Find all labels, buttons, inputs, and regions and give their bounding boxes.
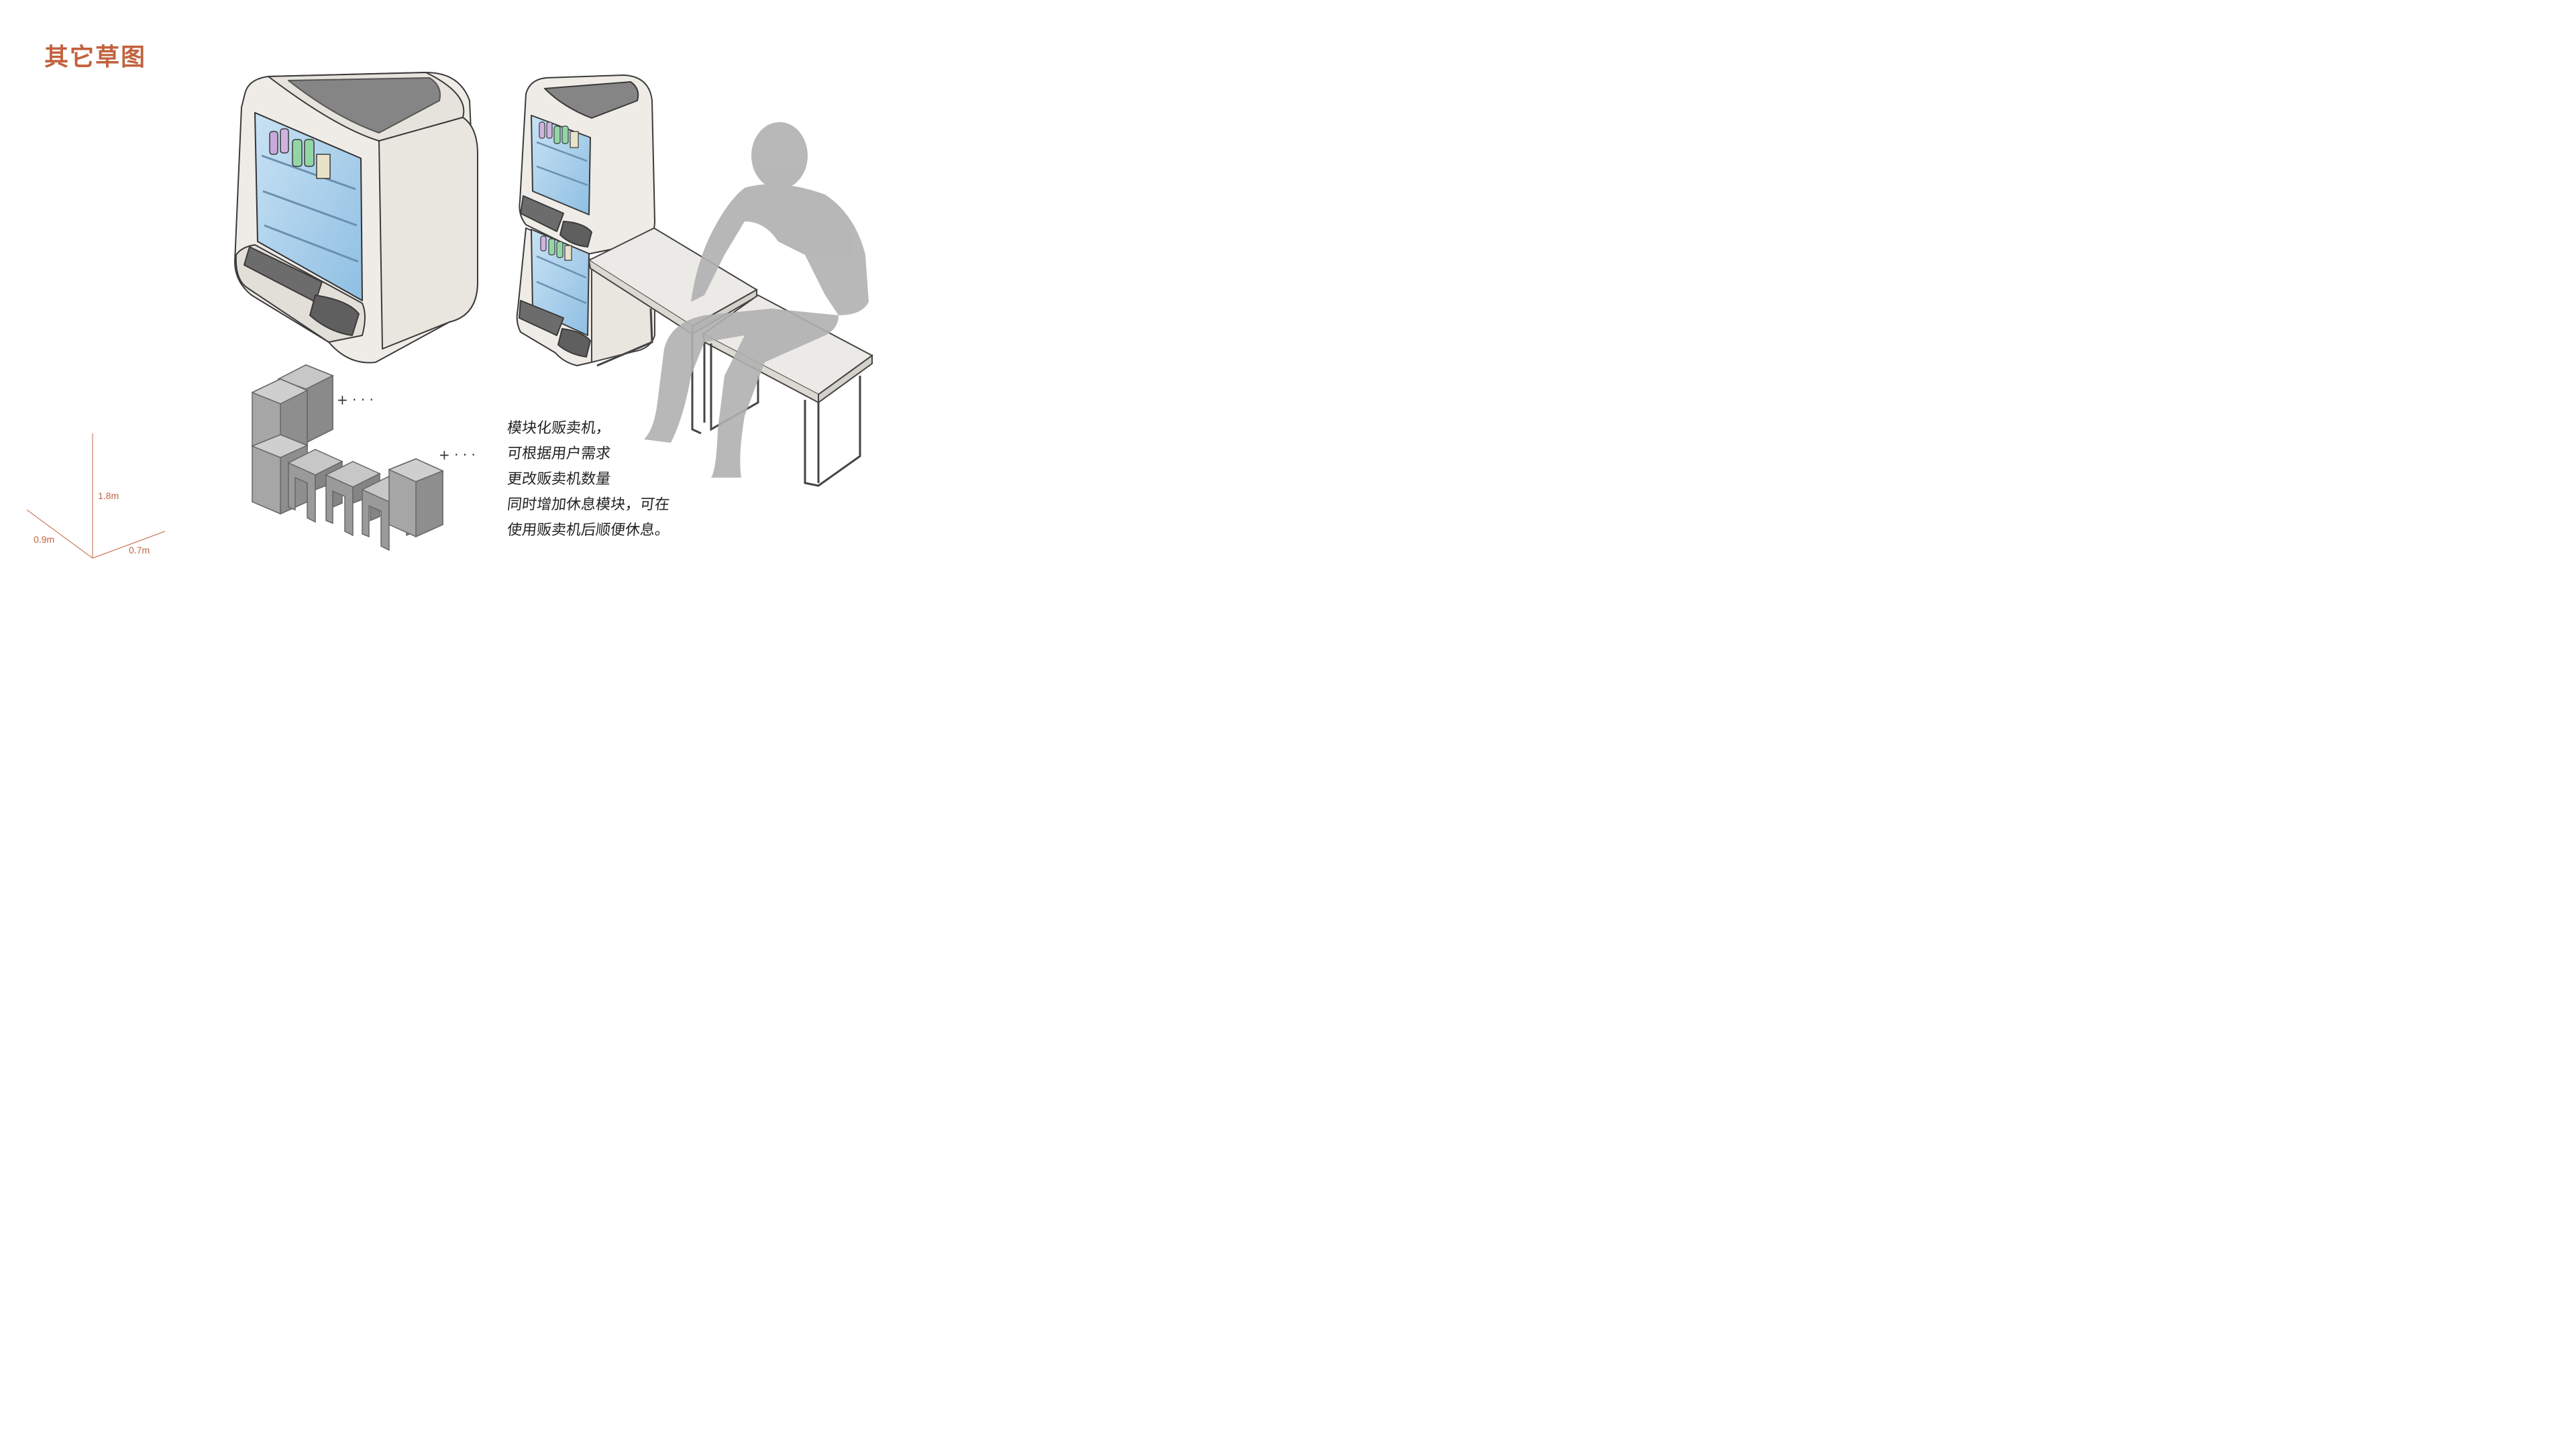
page-title: 其它草图: [44, 44, 147, 71]
note-line: 更改贩卖机数量: [506, 471, 612, 488]
stacked-vending-machines: [516, 74, 655, 366]
plus-more-stack-mark: + · · ·: [337, 392, 374, 408]
note-line: 使用贩卖机后顺便休息。: [506, 522, 671, 539]
note-line: 可根据用户需求: [506, 445, 612, 462]
sketch-canvas: [26, 72, 873, 559]
note-line: 模块化贩卖机，: [506, 420, 612, 437]
handwritten-note: 模块化贩卖机， 可根据用户需求 更改贩卖机数量 同时增加休息模块，可在 使用贩卖…: [506, 416, 708, 543]
dimension-axes: [26, 433, 166, 559]
dimension-width-label: 0.7m: [129, 545, 150, 555]
plus-more-row-mark: + · · ·: [439, 447, 476, 463]
dimension-height-label: 1.8m: [98, 490, 119, 501]
note-line: 同时增加休息模块，可在: [506, 496, 671, 513]
seated-person-silhouette: [644, 122, 869, 478]
large-vending-machine: [234, 72, 478, 364]
dimension-depth-label: 0.9m: [34, 534, 55, 545]
module-blocks: [251, 364, 444, 551]
